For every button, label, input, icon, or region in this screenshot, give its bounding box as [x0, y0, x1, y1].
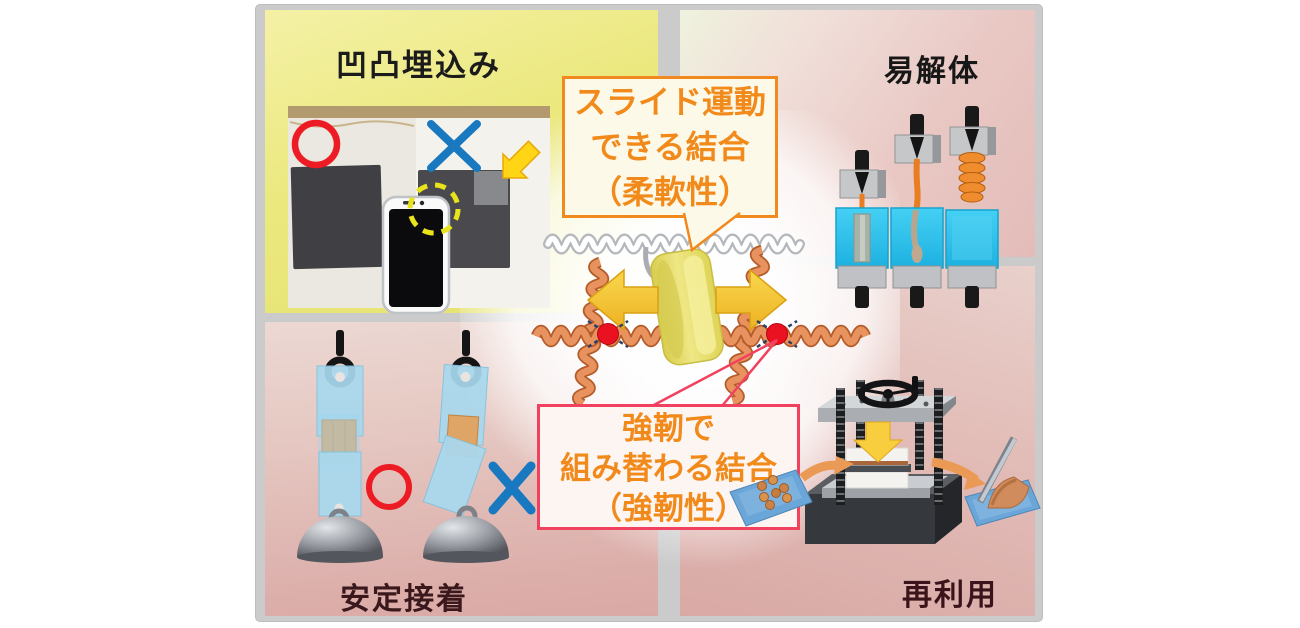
callout-tough-line-2: 組み替わる結合	[560, 451, 777, 487]
label-bottom-left: 安定接着	[340, 582, 468, 617]
callout-slide-bond: スライド運動 できる結合 （柔軟性）	[562, 76, 778, 218]
label-bottom-right: 再利用	[902, 578, 998, 613]
callout-tough-line-1: 強靭で	[622, 411, 715, 447]
callout-tough-bond: 強靭で 組み替わる結合 （強靭性）	[537, 404, 800, 530]
callout-tough-line-3: （強靭性）	[591, 491, 746, 527]
label-top-left: 凹凸埋込み	[336, 48, 501, 84]
callout-slide-line-2: できる結合	[590, 128, 750, 166]
callout-slide-line-1: スライド運動	[573, 83, 766, 121]
callout-slide-line-3: （柔軟性）	[589, 173, 750, 211]
label-top-right: 易解体	[884, 54, 980, 89]
